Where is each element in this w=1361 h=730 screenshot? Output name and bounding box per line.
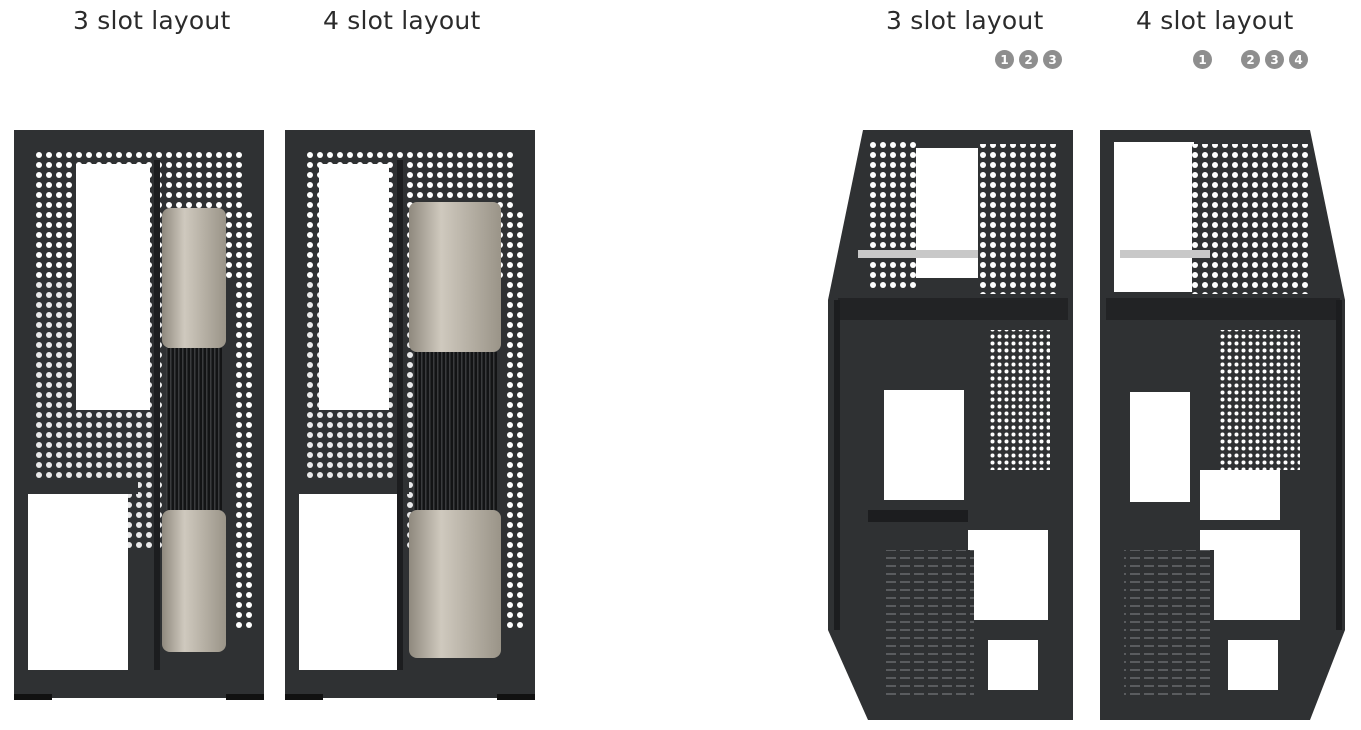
slot-badge: 1	[1193, 50, 1212, 69]
label-4-slot-front: 4 slot layout	[323, 6, 481, 35]
slot-badge: 1	[995, 50, 1014, 69]
slot-badge: 2	[1019, 50, 1038, 69]
case-front-3-slot	[14, 130, 264, 700]
label-3-slot-iso: 3 slot layout	[886, 6, 1044, 35]
label-4-slot-iso: 4 slot layout	[1136, 6, 1294, 35]
slot-badge: 3	[1265, 50, 1284, 69]
slot-badge: 2	[1241, 50, 1260, 69]
slot-badges-4: 1 2 3 4	[1193, 50, 1308, 69]
slot-badge: 3	[1043, 50, 1062, 69]
label-3-slot-front: 3 slot layout	[73, 6, 231, 35]
case-front-4-slot	[285, 130, 535, 700]
slot-badge: 4	[1289, 50, 1308, 69]
empty-slot	[1217, 50, 1236, 69]
case-iso-3-slot	[828, 130, 1073, 720]
case-iso-4-slot	[1100, 130, 1345, 720]
slot-badges-3: 1 2 3	[995, 50, 1062, 69]
